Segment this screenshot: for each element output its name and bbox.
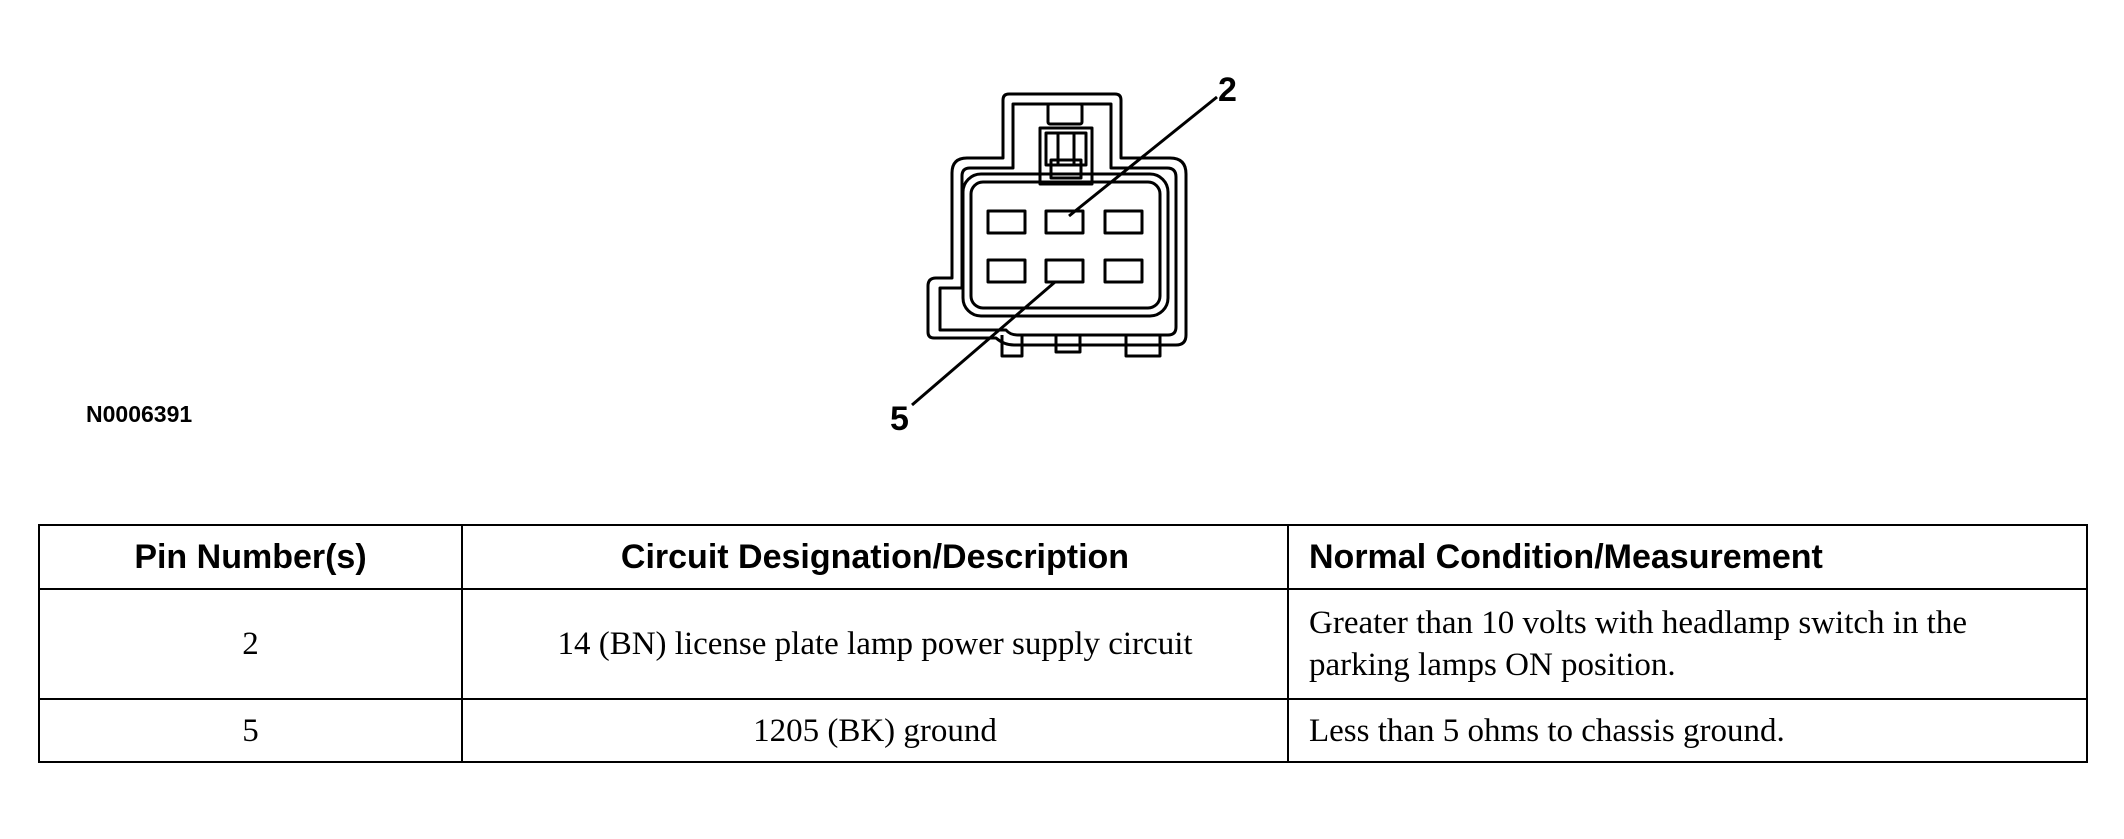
connector-tab-right: [1124, 335, 1162, 358]
connector-tab-center: [1054, 335, 1082, 354]
callout-label-5: 5: [890, 400, 909, 438]
connector-inner-shell: [938, 102, 1178, 337]
pin-number-cell: 2: [38, 587, 463, 701]
pin-number-cell: 5: [38, 698, 463, 763]
normal-condition-cell: Less than 5 ohms to chassis ground.: [1287, 698, 2088, 763]
circuit-description-cell: 14 (BN) license plate lamp power supply …: [461, 587, 1289, 701]
table-row: 5 1205 (BK) ground Less than 5 ohms to c…: [38, 698, 2088, 763]
pin-cavity-1: [986, 209, 1027, 235]
header-circuit-designation: Circuit Designation/Description: [461, 524, 1289, 590]
connector-diagram: 2 5 N0006391: [86, 71, 1237, 438]
connector-face: [961, 172, 1170, 318]
connector-outer-shell: [926, 92, 1188, 347]
connector-latch: [1046, 102, 1084, 126]
circuit-description-cell: 1205 (BK) ground: [461, 698, 1289, 763]
pin-table: Pin Number(s) Circuit Designation/Descri…: [38, 524, 2088, 763]
callout-leader-5: [911, 280, 1056, 407]
pin-cavity-3: [1103, 209, 1144, 235]
header-pin-number: Pin Number(s): [38, 524, 463, 590]
callout-leader-2: [1068, 95, 1218, 218]
pin-cavity-4: [986, 258, 1027, 284]
pin-cavity-2: [1044, 209, 1085, 235]
callout-label-2: 2: [1218, 71, 1237, 109]
pin-cavity-6: [1103, 258, 1144, 284]
table-header-row: Pin Number(s) Circuit Designation/Descri…: [38, 524, 2088, 590]
pin-cavity-5: [1044, 258, 1085, 284]
table-row: 2 14 (BN) license plate lamp power suppl…: [38, 587, 2088, 701]
normal-condition-cell: Greater than 10 volts with headlamp swit…: [1287, 587, 2088, 701]
connector-tab-left: [1000, 335, 1024, 358]
figure-id: N0006391: [86, 401, 192, 427]
header-normal-condition: Normal Condition/Measurement: [1287, 524, 2088, 590]
